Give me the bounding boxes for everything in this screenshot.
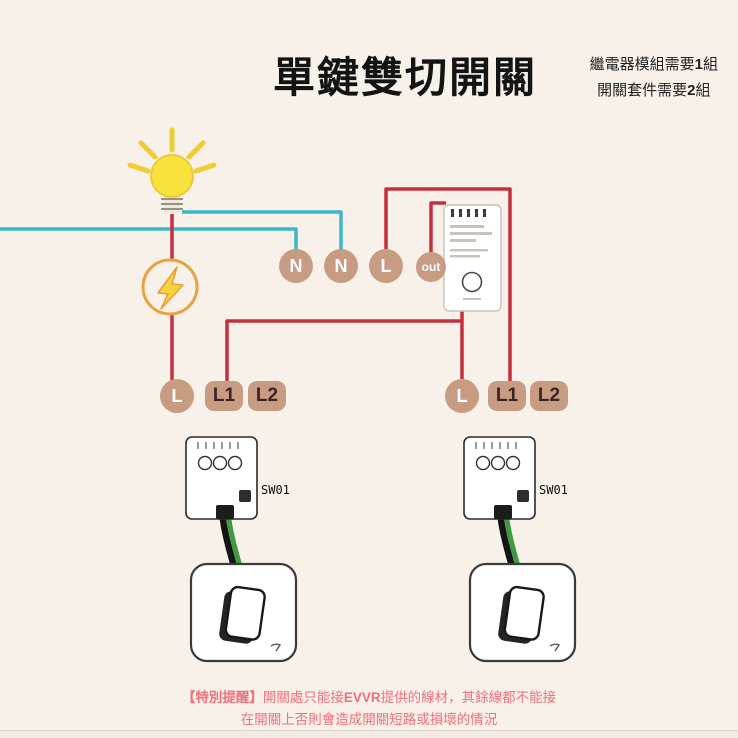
device-label-left: SW01 xyxy=(261,483,290,497)
lightning-bolt-icon xyxy=(141,258,199,316)
right-terminal-l2: L2 xyxy=(530,381,568,411)
note-line-1: 繼電器模組需要1組 xyxy=(590,52,718,78)
page-bottom-edge xyxy=(0,730,738,738)
smart-module-right xyxy=(463,436,536,520)
caption-alert: 【特別提醒】 xyxy=(181,690,263,705)
live-wire-relay xyxy=(384,187,512,382)
note2-suf: 組 xyxy=(695,82,711,99)
terminal-n2: N xyxy=(324,249,358,283)
note-line-2: 開關套件需要2組 xyxy=(590,78,718,104)
live-wire-out xyxy=(429,201,446,252)
note2-num: 2 xyxy=(687,82,696,99)
left-terminal-l: L xyxy=(160,379,194,413)
caption-line-2: 在開關上否則會造成開關短路或損壞的情況 xyxy=(240,712,498,727)
terminal-out: out xyxy=(416,252,446,282)
page-title: 單鍵雙切開關 xyxy=(272,54,537,101)
terminal-l: L xyxy=(369,249,403,283)
brand-evvr: EVVR xyxy=(343,690,381,705)
terminal-n1: N xyxy=(279,249,313,283)
requirement-notes: 繼電器模組需要1組 開關套件需要2組 xyxy=(590,52,718,104)
note1-pre: 繼電器模組需要 xyxy=(589,56,695,73)
cable-right xyxy=(500,512,519,570)
warning-caption: 【特別提醒】開關處只能接EVVR提供的線材，其餘線都不能接 在開關上否則會造成開… xyxy=(0,687,738,731)
light-bulb-icon xyxy=(127,127,217,213)
note2-pre: 開關套件需要 xyxy=(597,82,688,99)
smart-module-left xyxy=(185,436,258,520)
wall-switch-left xyxy=(189,562,298,663)
caption-line-1: 【特別提醒】開關處只能接EVVR提供的線材，其餘線都不能接 xyxy=(0,687,738,709)
neutral-wire-bulb xyxy=(182,210,343,250)
note1-suf: 組 xyxy=(702,56,718,73)
note1-num: 1 xyxy=(694,56,703,73)
caption-line1-post: 提供的線材，其餘線都不能接 xyxy=(380,690,557,705)
caption-line1-pre: 開關處只能接 xyxy=(262,690,344,705)
cable-left xyxy=(222,512,241,570)
device-label-right: SW01 xyxy=(539,483,568,497)
neutral-wire-left xyxy=(0,227,298,250)
right-terminal-l1: L1 xyxy=(488,381,526,411)
live-wire-loop xyxy=(225,319,462,382)
left-terminal-l2: L2 xyxy=(248,381,286,411)
relay-module-illustration xyxy=(443,204,502,312)
right-terminal-l: L xyxy=(445,379,479,413)
left-terminal-l1: L1 xyxy=(205,381,243,411)
wall-switch-right xyxy=(468,562,577,663)
